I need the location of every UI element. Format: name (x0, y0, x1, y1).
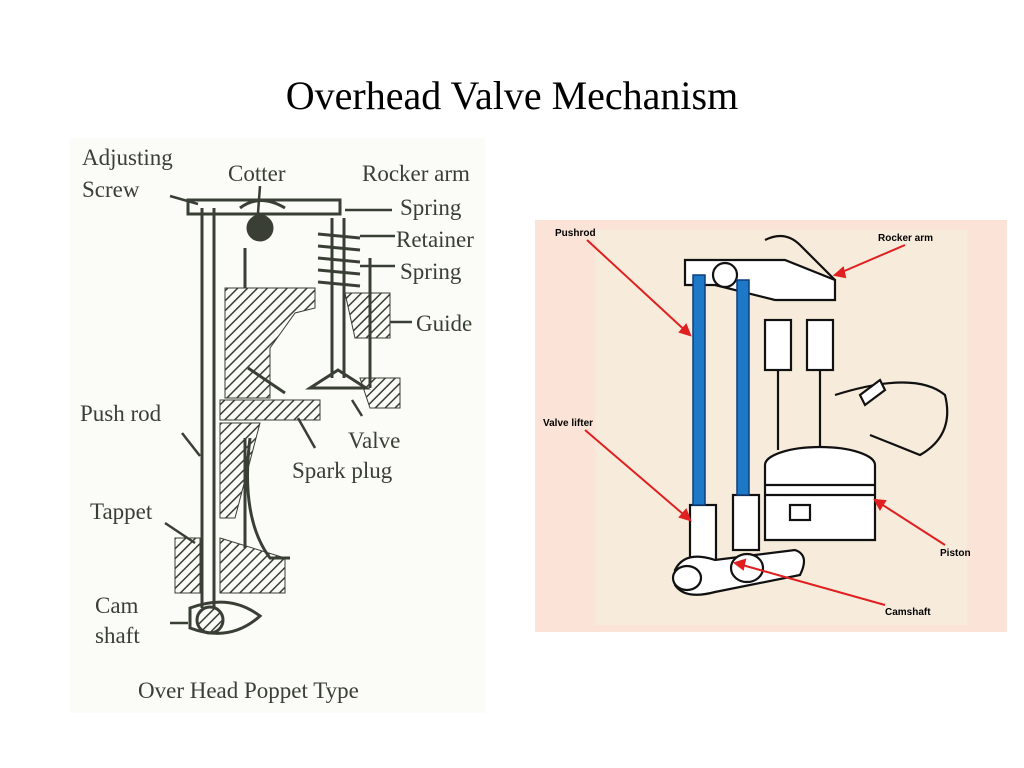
valve-spring (317, 232, 361, 288)
cam-lobe (729, 552, 765, 584)
tappet-guide-right (219, 537, 286, 594)
label-spring-top: Spring (400, 195, 462, 220)
label-guide: Guide (416, 311, 472, 336)
leader-line (350, 399, 364, 417)
red-arrows (584, 239, 946, 606)
label-shaft: shaft (95, 623, 140, 648)
valve-head (304, 368, 372, 390)
gasket-section (219, 399, 321, 421)
guide-section (344, 292, 391, 339)
valve-lifter-left (688, 503, 718, 562)
label-camshaft: Camshaft (885, 607, 931, 618)
pushrod-right (736, 279, 750, 496)
label-valve-lifter: Valve lifter (543, 418, 593, 429)
ohv-illustration-drawing: Pushrod Rocker arm Valve lifter Piston C… (543, 228, 971, 625)
piston-skirt (763, 465, 877, 542)
leader-line (164, 521, 196, 545)
pushrods (692, 274, 750, 506)
valve-lifter-right (731, 493, 761, 552)
arrowhead-piston (873, 498, 887, 511)
camshaft-end (671, 564, 703, 592)
label-pushrod: Pushrod (555, 228, 596, 239)
arrow-rocker-arm (834, 244, 906, 276)
label-spring-mid: Spring (400, 259, 462, 284)
cam-shaft-circle (195, 605, 225, 635)
cylinder-head-section (224, 287, 316, 399)
leader-line (169, 194, 199, 206)
hatched-sections (174, 287, 401, 594)
label-rocker-arm-right: Rocker arm (878, 233, 933, 244)
label-cotter: Cotter (228, 161, 286, 186)
rocker-arm-pivot (711, 261, 739, 289)
block-section (219, 422, 261, 519)
combustion-chamber (246, 437, 290, 560)
label-rocker-arm: Rocker arm (362, 161, 470, 186)
valve-spring-right (805, 318, 835, 372)
left-leader-lines (164, 185, 412, 625)
arrow-camshaft (734, 562, 886, 606)
label-tappet: Tappet (90, 499, 153, 524)
label-screw: Screw (82, 177, 140, 202)
leader-line (181, 432, 201, 457)
rocker-top (239, 199, 286, 210)
rocker-shaft (764, 234, 836, 281)
ohv-illustration: Pushrod Rocker arm Valve lifter Piston C… (535, 220, 1007, 632)
arrowhead-rocker-arm (832, 266, 847, 279)
label-piston: Piston (940, 548, 971, 559)
label-push-rod: Push rod (80, 401, 162, 426)
pushrod-left (692, 274, 706, 506)
overhead-poppet-diagram: Adjusting Screw Cotter Rocker arm Spring… (70, 138, 485, 713)
label-adjusting: Adjusting (82, 145, 173, 170)
label-cam: Cam (95, 593, 139, 618)
leader-line (256, 185, 262, 214)
arrow-valve-lifter (584, 429, 691, 521)
arrow-piston (874, 499, 946, 546)
rocker-arm-shape (186, 198, 342, 216)
arrowhead-camshaft (732, 558, 747, 571)
engine-parts (671, 234, 949, 596)
label-spark-plug: Spark plug (292, 458, 393, 483)
wrist-pin (788, 503, 812, 522)
leader-line (296, 417, 317, 449)
arrowhead-valve-lifter (678, 508, 692, 522)
arrowhead-pushrod (678, 323, 692, 337)
overhead-poppet-drawing: Adjusting Screw Cotter Rocker arm Spring… (80, 145, 474, 703)
valve-spring-left (763, 318, 793, 372)
arrow-pushrod (586, 239, 691, 336)
rocker-pivot (246, 214, 274, 242)
valve-seat-section (359, 377, 401, 409)
label-retainer: Retainer (396, 227, 474, 252)
label-valve: Valve (348, 428, 400, 453)
caption-over-head-poppet: Over Head Poppet Type (138, 678, 359, 703)
slide-title: Overhead Valve Mechanism (285, 73, 739, 118)
tappet-guide-left (174, 537, 201, 594)
spark-plug (858, 378, 887, 407)
